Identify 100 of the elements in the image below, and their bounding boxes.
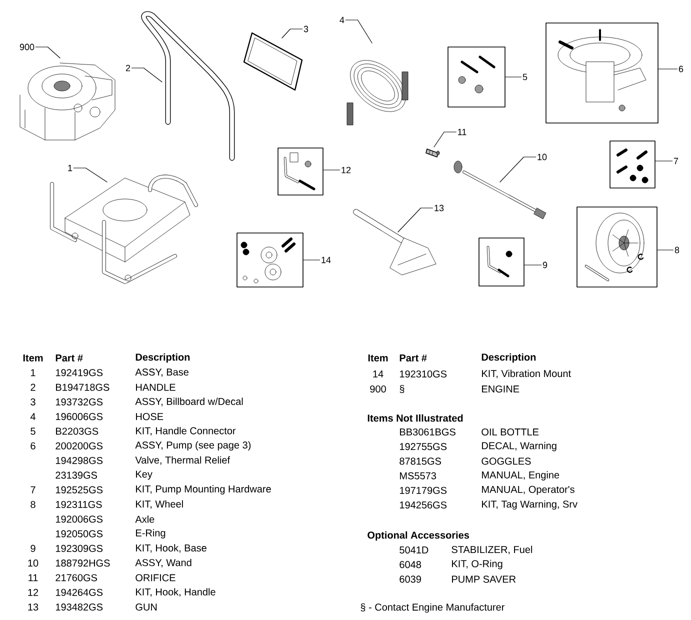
part-description: DECAL, Warning xyxy=(482,442,556,452)
leader-line xyxy=(73,168,108,182)
part-description: Key xyxy=(136,470,152,480)
part-description: KIT, O-Ring xyxy=(452,560,502,570)
item-number: 3 xyxy=(30,398,36,406)
item-number: 11 xyxy=(28,574,38,582)
part-number: 192006GS xyxy=(56,516,103,523)
item-number: 900 xyxy=(370,385,386,393)
wand-drawing xyxy=(454,160,546,220)
table-header: Description xyxy=(482,353,536,363)
part-number: B194718GS xyxy=(56,384,110,391)
callout-number: 13 xyxy=(434,204,444,212)
part-description: KIT, Handle Connector xyxy=(136,426,236,436)
callout-number: 7 xyxy=(674,158,678,164)
part-description: ORIFICE xyxy=(136,574,176,582)
part-description: PUMP SAVER xyxy=(452,576,516,583)
part-number: 193482GS xyxy=(56,604,103,611)
part-number: 192050GS xyxy=(56,530,103,538)
item-number: 1 xyxy=(31,369,36,376)
item-number: 2 xyxy=(30,384,36,391)
hook-kit-drawing xyxy=(278,148,324,196)
part-description: Valve, Thermal Relief xyxy=(135,456,230,465)
leader-line xyxy=(655,160,673,162)
leader-line xyxy=(434,132,456,148)
callout-number: 9 xyxy=(542,262,548,268)
part-description: STABILIZER, Fuel xyxy=(452,546,532,554)
table-header: Item xyxy=(368,354,388,362)
part-description: OIL BOTTLE xyxy=(482,428,539,436)
hardware-kit-drawing xyxy=(610,140,656,188)
callout-number: 14 xyxy=(322,256,331,264)
part-number: 192309GS xyxy=(56,544,103,552)
part-number: 196006GS xyxy=(56,413,103,420)
part-description: KIT, Vibration Mount xyxy=(482,370,571,378)
part-number: 194256GS xyxy=(400,501,447,509)
part-number: 194298GS xyxy=(56,457,103,464)
leader-line xyxy=(398,208,434,232)
part-number: 192755GS xyxy=(400,443,447,450)
item-number: 4 xyxy=(30,413,36,420)
part-description: ASSY, Pump (see page 3) xyxy=(135,441,251,451)
part-number: 192419GS xyxy=(56,369,103,376)
item-number: 13 xyxy=(28,604,38,611)
part-number: MS5573 xyxy=(400,472,436,480)
item-number: 12 xyxy=(28,588,38,596)
table-header: Item xyxy=(23,354,43,362)
part-number: 192310GS xyxy=(400,370,447,378)
callout-number: 4 xyxy=(340,16,344,24)
part-description: KIT, Hook, Base xyxy=(136,544,206,553)
leader-line xyxy=(345,20,372,44)
item-number: 9 xyxy=(30,544,36,552)
part-number: 6039 xyxy=(400,576,421,583)
item-number: 8 xyxy=(30,500,36,508)
part-description: KIT, Hook, Handle xyxy=(136,588,216,597)
part-description: ASSY, Wand xyxy=(135,558,192,568)
part-description: KIT, Wheel xyxy=(136,500,183,509)
spray-gun-drawing xyxy=(353,209,436,276)
section-heading: Items Not Illustrated xyxy=(368,414,463,422)
callout-number: 12 xyxy=(342,166,351,174)
handle-drawing xyxy=(141,11,235,161)
pump-drawing xyxy=(546,22,658,124)
item-number: 10 xyxy=(28,560,38,567)
part-description: ASSY, Billboard w/Decal xyxy=(135,398,243,406)
part-number: BB3061BGS xyxy=(400,428,456,436)
part-number: 21760GS xyxy=(56,574,97,582)
leader-line xyxy=(658,68,678,70)
leader-line xyxy=(505,76,522,78)
callout-number: 11 xyxy=(458,128,466,136)
orifice-drawing xyxy=(426,148,440,158)
part-number: 87815GS xyxy=(400,458,441,465)
callout-number: 2 xyxy=(126,64,130,72)
item-number: 6 xyxy=(30,442,36,450)
part-description: KIT, Pump Mounting Hardware xyxy=(136,485,271,494)
part-description: KIT, Tag Warning, Srv xyxy=(482,500,578,510)
part-description: GUN xyxy=(136,604,157,611)
callout-number: 1 xyxy=(68,164,72,172)
part-description: E-Ring xyxy=(136,529,166,538)
part-number: 193732GS xyxy=(56,398,103,406)
leader-line xyxy=(500,156,536,182)
part-description: ENGINE xyxy=(482,385,520,393)
leader-line xyxy=(524,264,542,266)
base-frame-drawing xyxy=(50,174,198,284)
part-description: GOGGLES xyxy=(482,458,531,465)
leader-line xyxy=(131,68,162,82)
item-number: 7 xyxy=(30,486,36,494)
part-number: 5041D xyxy=(400,546,428,554)
section-heading: Optional Accessories xyxy=(368,531,470,541)
hook-kit-drawing xyxy=(478,238,524,286)
part-number: 188792HGS xyxy=(56,560,110,567)
part-number: 197179GS xyxy=(400,486,447,494)
part-description: HANDLE xyxy=(136,384,176,391)
table-header: Part # xyxy=(400,354,427,362)
hose-drawing xyxy=(346,60,408,126)
callout-number: 8 xyxy=(674,246,680,254)
part-description: Axle xyxy=(135,515,154,523)
part-number: 23139GS xyxy=(56,472,97,479)
callout-number: 5 xyxy=(522,74,528,80)
part-number: 192311GS xyxy=(56,500,102,508)
callout-number: 10 xyxy=(538,154,547,160)
callout-number: 3 xyxy=(304,26,308,32)
callout-number: 900 xyxy=(20,44,34,50)
part-number: 200200GS xyxy=(56,442,103,450)
